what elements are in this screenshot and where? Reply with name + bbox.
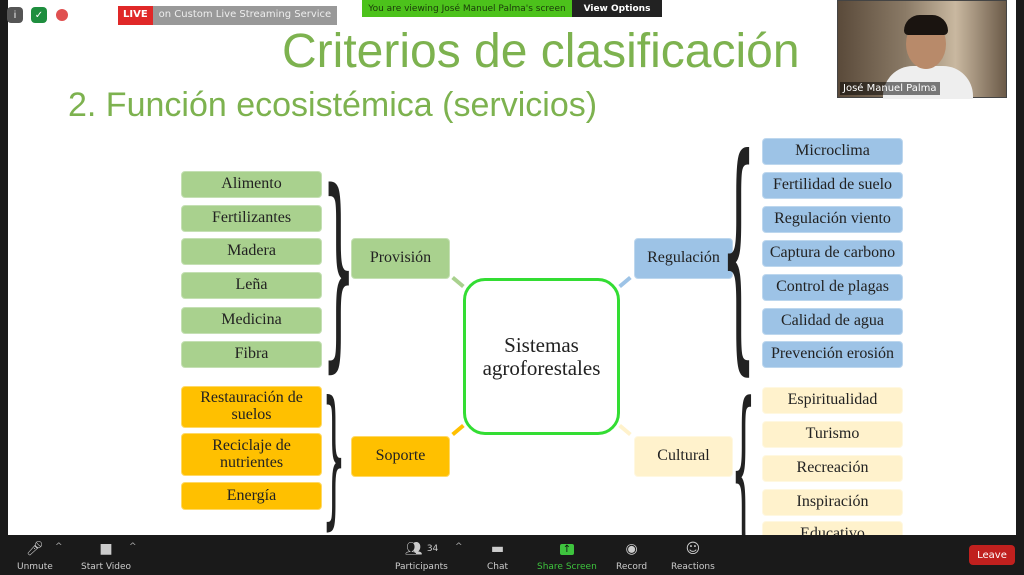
provision-item: Leña xyxy=(181,272,322,299)
participants-caret[interactable]: ^ xyxy=(455,542,463,552)
share-screen-label: Share Screen xyxy=(537,562,597,572)
chat-icon: ▬ xyxy=(490,541,505,557)
reactions-icon: ☺ xyxy=(685,541,701,557)
arrow-soporte xyxy=(451,423,465,437)
view-options-button[interactable]: View Options xyxy=(572,0,662,17)
participants-label: Participants xyxy=(395,562,448,572)
arrow-cultural xyxy=(618,423,632,437)
live-stream-button[interactable]: LIVE on Custom Live Streaming Service xyxy=(118,6,338,25)
regulacion-node: Regulación xyxy=(634,238,733,279)
regulacion-item: Regulación viento xyxy=(762,206,903,233)
muted-mic-icon: 🎤︎ xyxy=(26,541,44,557)
video-options-caret[interactable]: ^ xyxy=(129,542,137,552)
recording-icon xyxy=(56,9,68,21)
person-hair xyxy=(904,15,948,35)
chat-button[interactable]: ▬ Chat xyxy=(487,539,508,572)
audio-options-caret[interactable]: ^ xyxy=(55,542,63,552)
share-screen-icon: ↑ xyxy=(559,539,575,559)
provision-item: Fertilizantes xyxy=(181,205,322,232)
start-video-button[interactable]: ■ Start Video xyxy=(81,539,131,572)
provision-item: Alimento xyxy=(181,171,322,198)
video-off-icon: ■ xyxy=(99,541,113,557)
cultural-item: Turismo xyxy=(762,421,903,448)
cultural-item: Recreación xyxy=(762,455,903,482)
participants-icon: 👥︎ xyxy=(404,541,423,557)
center-node: Sistemas agroforestales xyxy=(463,278,620,435)
regulacion-item: Captura de carbono xyxy=(762,240,903,267)
shield-icon[interactable]: ✓ xyxy=(31,7,47,23)
record-button[interactable]: ◉ Record xyxy=(616,539,647,572)
provision-item: Fibra xyxy=(181,341,322,368)
chat-label: Chat xyxy=(487,562,509,572)
cultural-node: Cultural xyxy=(634,436,733,477)
brace: } xyxy=(721,105,756,396)
regulacion-item: Prevención erosión xyxy=(762,341,903,368)
reactions-label: Reactions xyxy=(671,562,715,572)
regulacion-item: Calidad de agua xyxy=(762,308,903,335)
unmute-button[interactable]: 🎤︎ Unmute xyxy=(17,539,53,572)
record-icon: ◉ xyxy=(625,541,638,557)
share-screen-button[interactable]: ↑ Share Screen xyxy=(537,539,597,572)
streaming-label: on Custom Live Streaming Service xyxy=(152,6,338,25)
start-video-label: Start Video xyxy=(81,562,132,572)
unmute-label: Unmute xyxy=(17,562,53,572)
brace: } xyxy=(730,365,756,535)
slide-title: Criterios de clasificación xyxy=(282,25,800,78)
slide-subtitle: 2. Función ecosistémica (servicios) xyxy=(68,86,598,124)
soporte-item: Energía xyxy=(181,482,322,510)
info-icon[interactable]: i xyxy=(7,7,23,23)
soporte-item: Reciclaje de nutrientes xyxy=(181,433,322,476)
cultural-item: Educativo xyxy=(762,521,903,535)
regulacion-item: Control de plagas xyxy=(762,274,903,301)
cultural-item: Espiritualidad xyxy=(762,387,903,414)
reactions-button[interactable]: ☺ Reactions xyxy=(671,539,715,572)
brace: } xyxy=(322,146,356,391)
record-label: Record xyxy=(616,562,648,572)
viewing-banner: You are viewing José Manuel Palma's scre… xyxy=(362,0,662,17)
live-badge: LIVE xyxy=(118,6,153,25)
participant-name: José Manuel Palma xyxy=(840,82,940,95)
arrow-regulacion xyxy=(618,275,632,289)
regulacion-item: Microclima xyxy=(762,138,903,165)
soporte-node: Soporte xyxy=(351,436,450,477)
arrow-provision xyxy=(451,275,465,289)
cultural-item: Inspiración xyxy=(762,489,903,516)
viewing-label: You are viewing José Manuel Palma's scre… xyxy=(362,0,572,17)
provision-item: Medicina xyxy=(181,307,322,334)
webcam-video[interactable]: José Manuel Palma xyxy=(837,0,1007,99)
brace: } xyxy=(322,370,346,535)
regulacion-item: Fertilidad de suelo xyxy=(762,172,903,199)
leave-button[interactable]: Leave xyxy=(969,545,1015,565)
participants-count: 34 xyxy=(426,544,439,554)
provision-node: Provisión xyxy=(351,238,450,279)
provision-item: Madera xyxy=(181,238,322,265)
soporte-item: Restauración de suelos xyxy=(181,386,322,428)
